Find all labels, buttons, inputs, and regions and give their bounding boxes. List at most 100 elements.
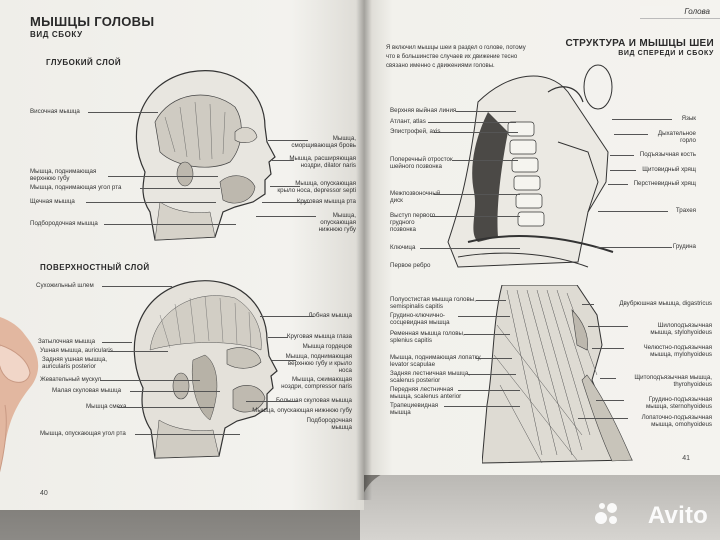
leader-line [476,300,506,301]
left-page-title: МЫШЦЫ ГОЛОВЫ [30,14,155,29]
label-sup-depressor-anguli: Мышца, опускающая угол рта [40,430,126,437]
leader-line [108,176,218,177]
leader-line [118,407,214,408]
leader-line [430,216,520,217]
leader-line [582,304,594,305]
label-tongue: Язык [681,115,696,122]
leader-line [596,247,672,248]
label-sup-masseter: Жевательный мускул [40,376,102,383]
leader-line [588,326,628,327]
leader-line [246,401,298,402]
label-scalenus-anterior: Передняя лестничная мышца, scalenus ante… [390,386,462,400]
label-deep-temporal: Височная мышца [30,108,80,115]
leader-line [458,316,510,317]
leader-line [268,140,308,141]
label-sternohyoideus: Грудино-подъязычная мышца, sternohyoideu… [645,396,712,410]
leader-line [610,155,634,156]
label-sup-auricularis: Ушная мышца, auricularis [40,347,113,354]
label-first-thoracic: Выступ первого грудного позвонка [390,212,436,233]
right-page-title: СТРУКТУРА И МЫШЦЫ ШЕИ [565,38,714,49]
label-omohyoideus: Лопаточно-подъязычная мышца, omohyoideus [641,414,712,428]
label-deep-dilator-naris: Мышца, расширяющая ноздри, dilator naris [289,155,356,169]
leader-line [444,406,520,407]
label-transverse-process: Поперечный отросток шейного позвонка [390,156,453,170]
label-pharynx: Дыхательное горло [657,130,696,144]
leader-line [592,348,624,349]
leader-line [600,378,616,379]
label-digastricus: Двубрюшная мышца, digastricus [619,300,712,307]
label-trapezius: Трапециевидная мышца [390,402,439,416]
label-sup-levator-labii-alaeque: Мышца, поднимающая верхнюю губу и крыло … [285,353,352,374]
leader-line [140,188,220,189]
leader-line [256,216,316,217]
label-hyoid: Подъязычная кость [639,151,696,158]
label-deep-buccinator: Щечная мышца [30,198,75,205]
label-sup-frontalis: Лобная мышца [308,312,352,319]
label-deep-orbicularis-oris: Круговая мышца рта [296,198,356,205]
section-superficial: ПОВЕРХНОСТНЫЙ СЛОЙ [40,263,150,272]
leader-line [262,202,310,203]
left-page-subtitle: ВИД СБОКУ [30,30,83,39]
label-semispinalis: Полуостистая мышца головы, semispinalis … [390,296,476,310]
label-sup-zygomatic-minor: Малая скуловая мышца [52,387,122,394]
neck-muscles-illustration [482,285,633,464]
page-number-left: 40 [40,490,48,497]
label-sternocleidomastoid: Грудино-ключично- сосцевидная мышца [390,312,450,326]
label-deep-depressor-labii: Мышца, опускающая нижнюю губу [318,212,356,233]
label-first-rib: Первое ребро [390,262,431,269]
thumb [0,317,39,473]
label-axis: Эпистрофей, axis [390,128,441,135]
label-scalenus-posterior: Задняя лестничная мышца, scalenus poster… [390,370,470,384]
leader-line [428,122,516,123]
leader-line [130,391,220,392]
leader-line [476,358,512,359]
leader-line [458,390,520,391]
leader-line [104,224,236,225]
leader-line [452,160,518,161]
leader-line [468,374,516,375]
leader-line [272,160,294,161]
leader-line [86,202,216,203]
leader-line [614,134,648,135]
leader-line [456,111,516,112]
deep-head-illustration [135,70,276,241]
leader-line [88,112,158,113]
label-splenius: Ременная мышца головы, splenius capitis [390,330,465,344]
left-page: МЫШЦЫ ГОЛОВЫ ВИД СБОКУ ГЛУБОКИЙ СЛОЙ ПОВ… [0,0,364,510]
book-gutter [356,0,372,500]
label-deep-corrugator: Мышца, сморщивающая бровь [291,135,356,149]
section-deep: ГЛУБОКИЙ СЛОЙ [46,58,122,67]
leader-line [100,380,200,381]
page-number-right: 41 [682,455,690,462]
leader-line [608,184,628,185]
leader-line [272,360,296,361]
label-sup-orbicularis-oculi: Круговая мышца глаза [286,333,352,340]
label-superior-nuchal-line: Верхняя выйная линия [390,107,457,114]
leader-line [102,286,172,287]
label-atlas: Атлант, atlas [390,118,426,125]
leader-line [135,434,240,435]
leader-line [612,119,672,120]
label-clavicle: Ключица [390,244,416,251]
leader-line [102,342,132,343]
label-deep-mentalis: Подбородочная мышца [30,220,98,227]
neck-skeleton-illustration [447,64,614,268]
label-stylohyoideus: Шилоподъязычная мышца, stylohyoideus [650,322,712,336]
chapter-header-text: Голова [684,7,710,16]
label-sup-zygomatic-major: Большая скуловая мышца [275,397,352,404]
leader-line [108,351,168,352]
label-sup-compressor-naris: Мышца, сжимающая ноздри, compressor nari… [281,376,352,390]
label-trachea: Трахея [675,207,696,214]
label-levator-scapulae: Мышца, поднимающая лопатку, levator scap… [390,354,482,368]
label-cricoid-cartilage: Перстневидный хрящ [633,180,696,187]
leader-line [270,186,300,187]
label-thyrohyoideus: Щитоподъязычная мышца, thyrohyoideus [634,374,712,388]
leader-line [434,194,520,195]
leader-line [260,316,314,317]
leader-line [434,132,518,133]
label-deep-levator-anguli: Мышца, поднимающая угол рта [30,184,122,191]
label-mylohyoideus: Челюстно-подъязычная мышца, mylohyoideus [643,344,712,358]
label-sup-risorius: Мышца смеха [86,403,127,410]
leader-line [420,248,520,249]
